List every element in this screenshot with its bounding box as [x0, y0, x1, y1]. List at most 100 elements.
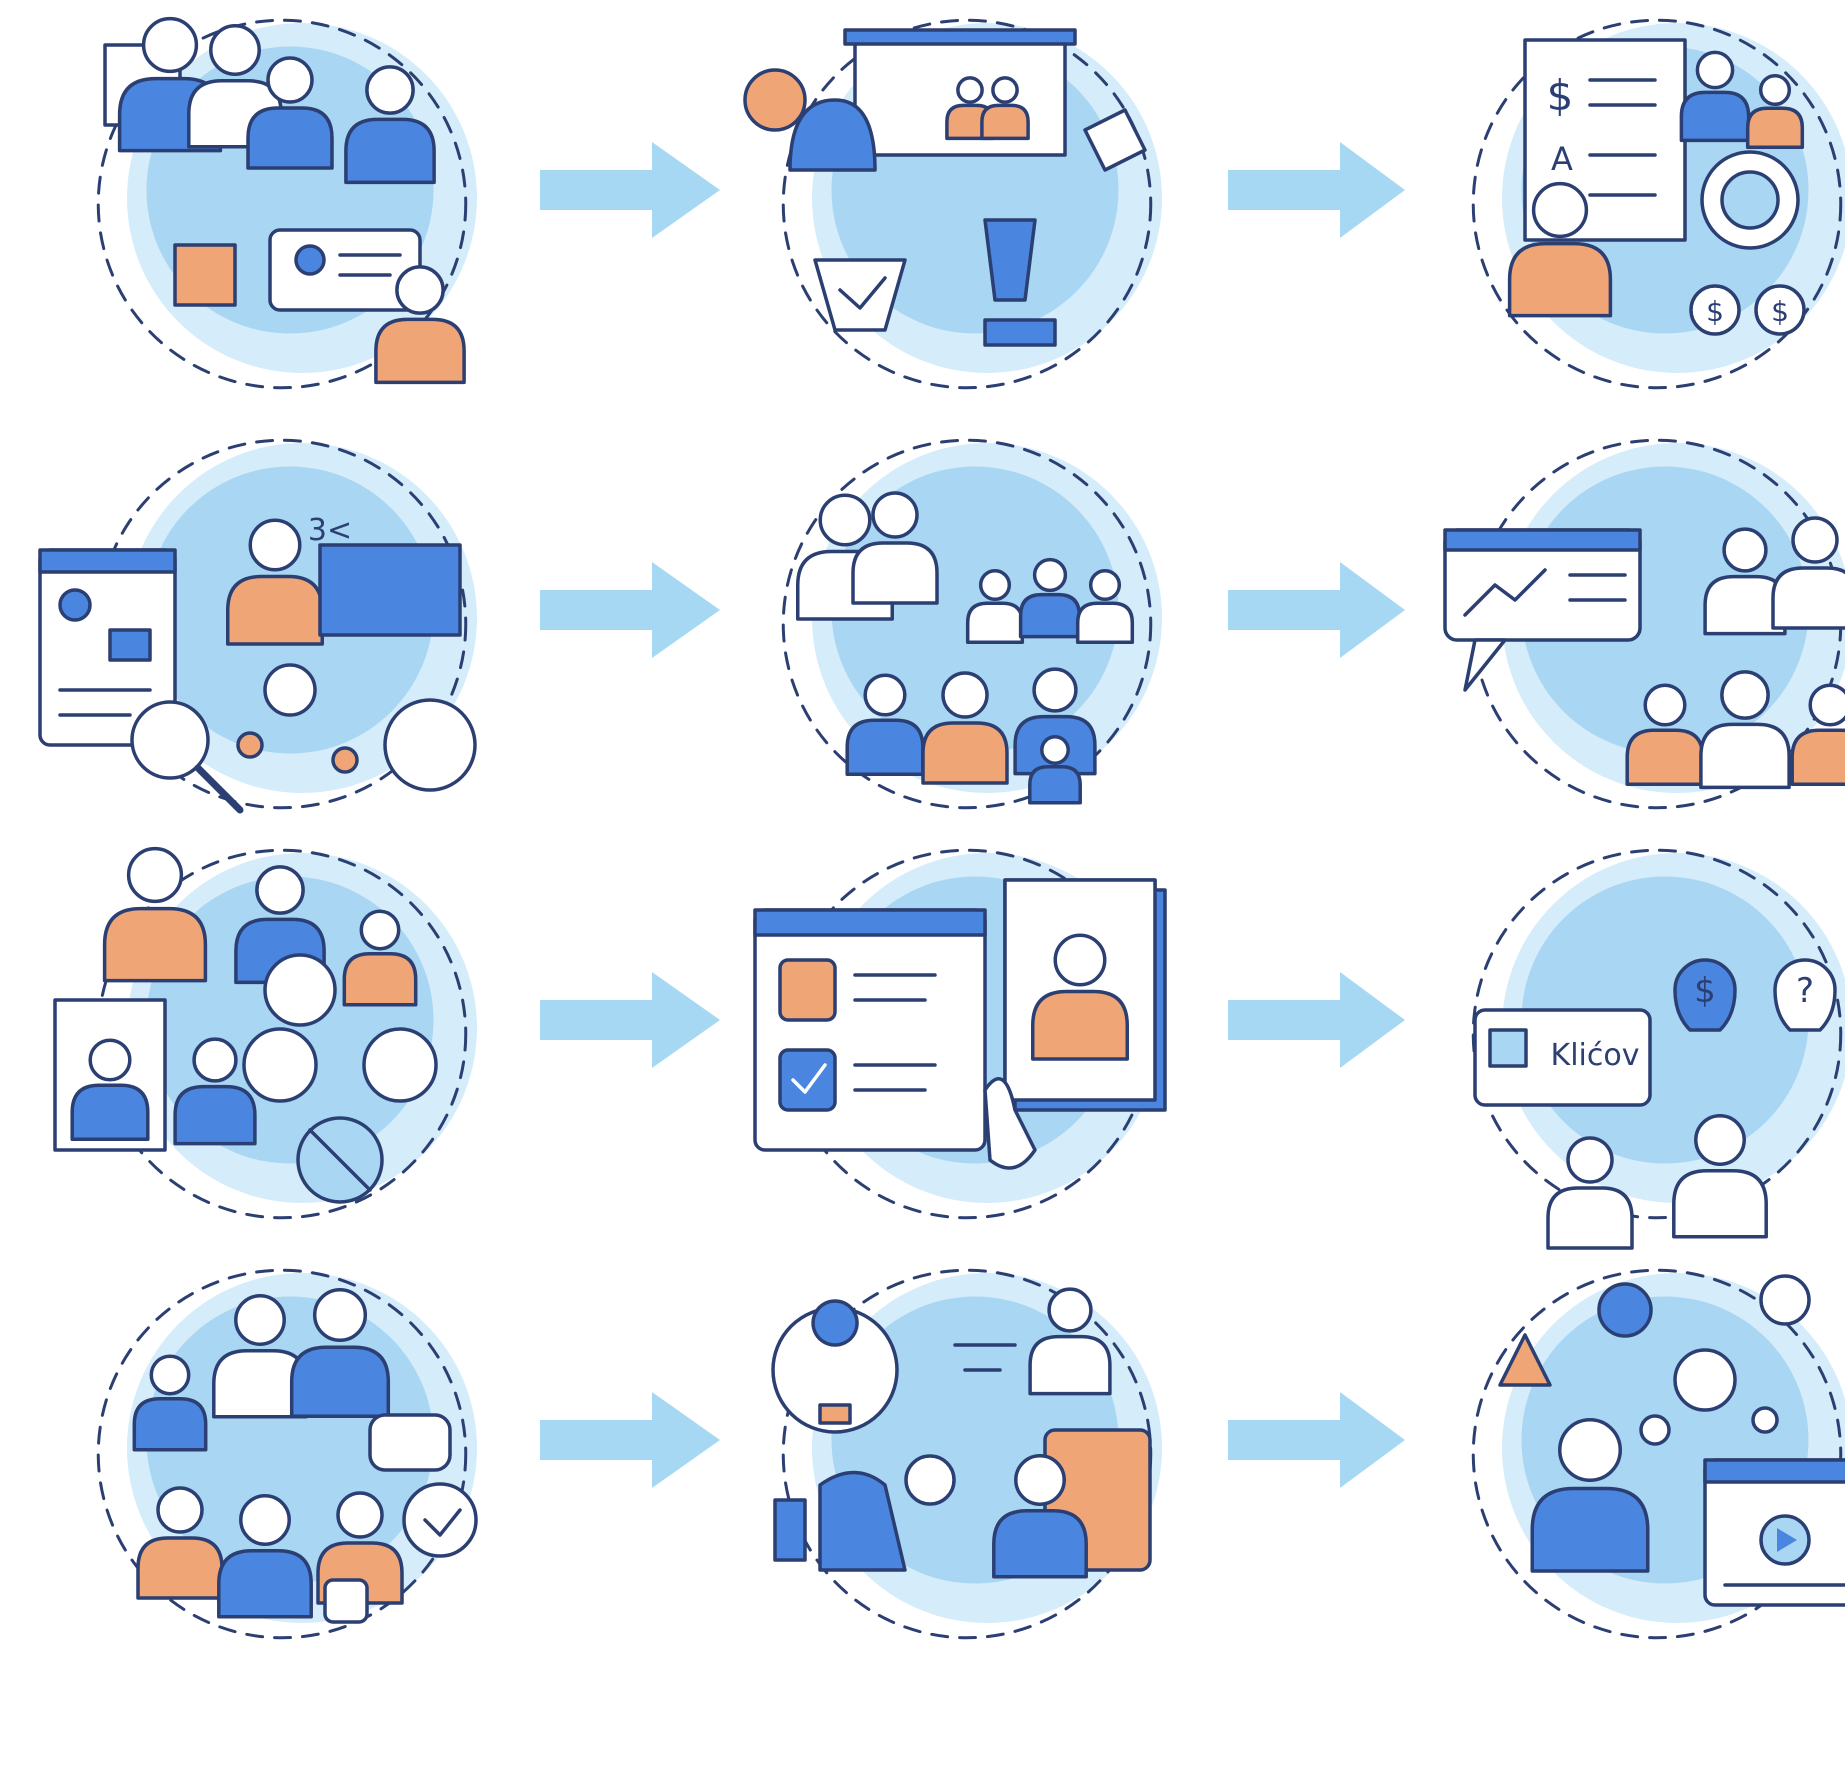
- person-body: [1028, 1334, 1112, 1396]
- player-header: [1703, 1458, 1845, 1484]
- gear-inner: [1720, 170, 1780, 230]
- person-head: [1014, 1454, 1066, 1506]
- person-head: [255, 865, 305, 915]
- card-lines: [338, 253, 402, 277]
- network-node: [263, 663, 317, 717]
- person-body: [374, 317, 466, 385]
- icon-cell-presentation-training: [743, 18, 1162, 390]
- person-icon: [1679, 50, 1751, 143]
- person-icon: [921, 671, 1009, 785]
- network-node: [362, 1027, 438, 1103]
- check-tile: [778, 1048, 837, 1112]
- chess-icon: [983, 218, 1037, 302]
- person-icon: [246, 56, 334, 170]
- person-head: [1558, 1418, 1622, 1482]
- doc-lines: [1588, 78, 1657, 197]
- card-lines: [58, 688, 152, 717]
- person-body: [1699, 722, 1791, 790]
- person-body: [102, 906, 208, 983]
- person-head: [266, 56, 314, 104]
- trophy-cup: [813, 258, 907, 332]
- person-icon: [1546, 1136, 1634, 1250]
- person-icon: [289, 1287, 391, 1418]
- icon-cell-group-meeting: [96, 16, 477, 390]
- note-lines: [953, 1343, 1017, 1372]
- network-node: [1751, 1406, 1779, 1434]
- person-body: [845, 718, 925, 776]
- person-body: [1031, 989, 1129, 1061]
- person-head: [141, 16, 199, 74]
- arrow-shape: [540, 562, 720, 658]
- icon-cell-online-learning: [1471, 1268, 1845, 1640]
- person-icon: [1745, 73, 1805, 149]
- person-icon: [1018, 557, 1082, 639]
- coin-icon: [1754, 284, 1806, 336]
- person-icon: [102, 846, 208, 983]
- person-head: [239, 1494, 291, 1546]
- person-icon: [1507, 181, 1613, 318]
- person-head: [863, 673, 907, 717]
- person-head: [1040, 735, 1070, 765]
- cloud-icon: [1673, 1348, 1737, 1412]
- arrow-right-icon: [1228, 562, 1405, 658]
- bulb-glass: [811, 1299, 859, 1347]
- person-icon: [374, 265, 466, 385]
- person-head: [1032, 557, 1068, 593]
- person-head: [359, 909, 401, 951]
- arrow-right-icon: [1228, 1392, 1405, 1488]
- person-body: [1018, 592, 1082, 639]
- bulb-base: [818, 1403, 852, 1425]
- arrow-right-icon: [540, 142, 720, 238]
- person-icon: [845, 673, 925, 776]
- person-icon: [980, 76, 1030, 141]
- person-body: [1546, 1186, 1634, 1250]
- person-icon: [136, 1486, 224, 1600]
- person-body: [226, 574, 324, 646]
- ball-icon: [904, 1454, 956, 1506]
- person-body: [1679, 90, 1751, 143]
- person-head: [1053, 933, 1107, 987]
- person-head: [192, 1037, 238, 1083]
- person-icon: [1075, 568, 1135, 644]
- person-head: [941, 671, 989, 719]
- question-bulb-icon: [1773, 958, 1837, 1032]
- person-icon: [1028, 1287, 1112, 1396]
- person-head: [1722, 527, 1768, 573]
- dashed-ring: [781, 438, 1153, 810]
- checkbox-icon: [108, 628, 152, 662]
- person-body: [1672, 1169, 1768, 1239]
- person-icon: [1771, 516, 1845, 630]
- person-head: [234, 1294, 286, 1346]
- person-body: [992, 1509, 1088, 1579]
- icon-cell-profile-review: 3<: [38, 438, 477, 814]
- person-body: [1028, 765, 1082, 805]
- bubble-tail: [1463, 638, 1507, 692]
- clock-hands: [423, 1508, 462, 1537]
- person-head: [88, 1038, 132, 1082]
- triangle-icon: [1498, 1333, 1552, 1387]
- clock-icon: [402, 1482, 478, 1558]
- avatar: [294, 244, 326, 276]
- hand-pointer-icon: [983, 1077, 1037, 1170]
- person-body: [132, 1397, 208, 1452]
- badge-icon: [323, 1578, 369, 1624]
- bubble-lines: [1568, 573, 1627, 602]
- dollar-label: $: [1547, 71, 1574, 120]
- icon-cell-network-people: [53, 846, 477, 1220]
- person-head: [1808, 683, 1845, 727]
- person-body: [217, 1549, 313, 1619]
- dashed-ring: [781, 18, 1153, 390]
- person-head: [1566, 1136, 1614, 1184]
- chart-line: [1463, 568, 1547, 617]
- person-head: [126, 846, 184, 904]
- person-body: [1771, 566, 1845, 630]
- a-label: A: [1551, 140, 1573, 178]
- person-body: [1075, 601, 1135, 644]
- network-node: [263, 953, 337, 1027]
- person-head: [395, 265, 445, 315]
- network-node: [1639, 1414, 1671, 1446]
- bulb-question-label: ?: [1796, 971, 1814, 1011]
- person-icon: [1672, 1114, 1768, 1239]
- arrow-right-icon: [1228, 972, 1405, 1068]
